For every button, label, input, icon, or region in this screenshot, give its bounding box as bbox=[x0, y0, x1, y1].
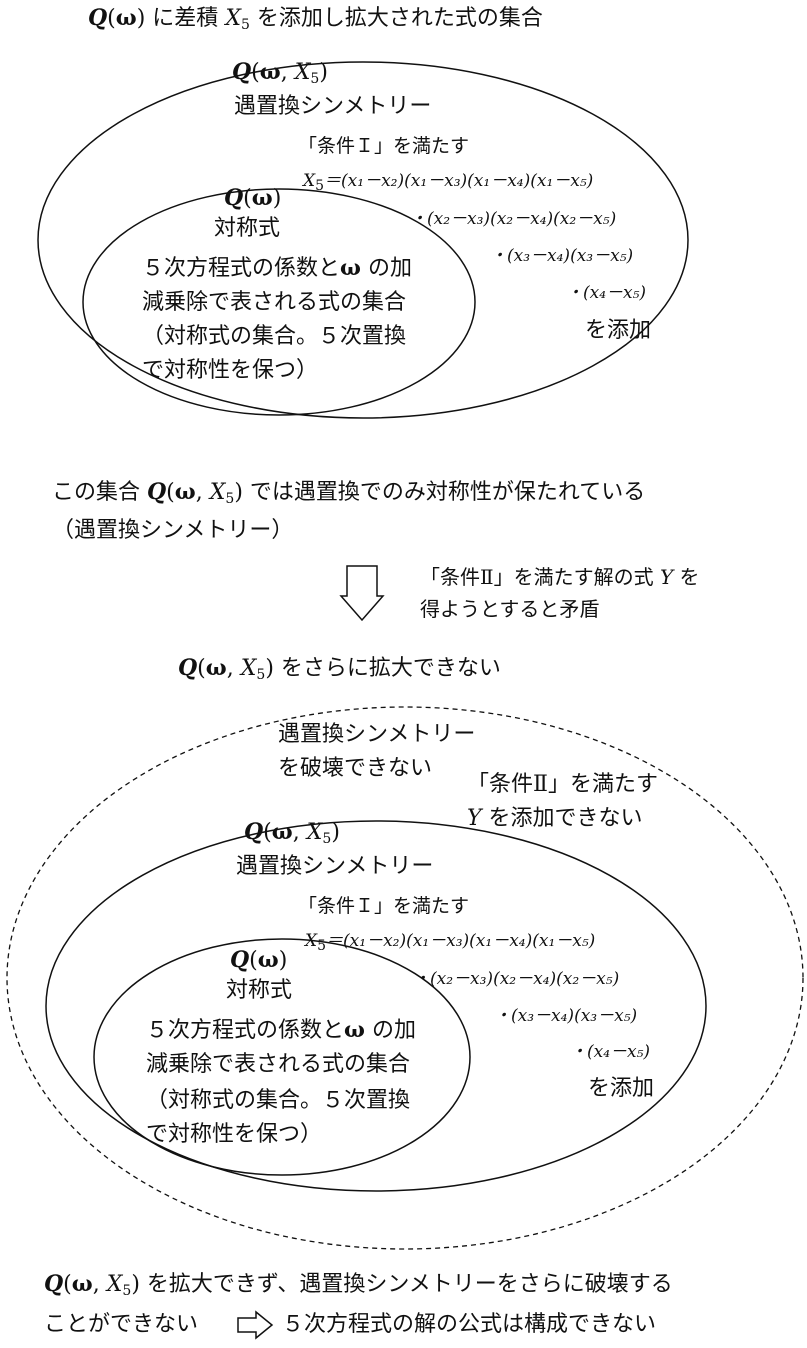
inner-desc-line-3-bottom: （対称式の集合。５次置換 bbox=[146, 1088, 411, 1113]
inner-desc-line-3: （対称式の集合。５次置換 bbox=[142, 324, 407, 349]
formula-line-4-bottom: ・(x₄－x₅) bbox=[570, 1042, 651, 1062]
footer-line-2a: ことができない bbox=[44, 1312, 199, 1337]
middle-line-2: （遇置換シンメトリー） bbox=[52, 518, 294, 543]
footer-line-1: Q(ω, X5) を拡大できず、遇置換シンメトリーをさらに破壊する bbox=[44, 1271, 673, 1299]
condition-label-bottom: 「条件Ｉ」を満たす bbox=[298, 895, 470, 917]
condition-label: 「条件Ｉ」を満たす bbox=[298, 135, 470, 157]
formula-line-3: ・(x₃－x₄)(x₃－x₅) bbox=[490, 246, 634, 266]
outer-set-ellipse-top bbox=[37, 61, 689, 419]
inner-desc-line-2-bottom: 減乗除で表される式の集合 bbox=[146, 1052, 411, 1077]
formula-line-1: X5＝(x₁－x₂)(x₁－x₃)(x₁－x₄)(x₁－x₅) bbox=[303, 171, 594, 194]
inner-set-subtitle: 対称式 bbox=[214, 216, 281, 241]
inner-desc-line-1: ５次方程式の係数とω の加 bbox=[142, 255, 412, 281]
footer-line-2b: ５次方程式の解の公式は構成できない bbox=[282, 1312, 657, 1337]
inner-set-subtitle-bottom: 対称式 bbox=[226, 978, 293, 1003]
header-title: Q(ω) に差積 X5 を添加し拡大された式の集合 bbox=[88, 5, 543, 33]
outer-set-label: Q(ω, X5) bbox=[232, 59, 328, 87]
dashed-cond-line-1: 「条件Ⅱ」を満たす bbox=[467, 772, 658, 797]
formula-line-2-bottom: ・(x₂－x₃)(x₂－x₄)(x₂－x₅) bbox=[413, 969, 620, 989]
inner-desc-line-2: 減乗除で表される式の集合 bbox=[142, 290, 407, 315]
formula-line-4: ・(x₄－x₅) bbox=[566, 283, 647, 303]
cannot-extend-line: Q(ω, X5) をさらに拡大できない bbox=[178, 655, 501, 683]
arrow-note-line-2: 得ようとすると矛盾 bbox=[420, 597, 600, 621]
middle-line-1: この集合 Q(ω, X5) では遇置換でのみ対称性が保たれている bbox=[52, 479, 646, 507]
inner-desc-line-1-bottom: ５次方程式の係数とω の加 bbox=[146, 1017, 416, 1043]
dashed-label-line-2: を破壊できない bbox=[278, 756, 433, 781]
inner-desc-line-4: で対称性を保つ） bbox=[142, 358, 319, 383]
inner-desc-line-4-bottom: で対称性を保つ） bbox=[146, 1122, 323, 1147]
dashed-cond-line-2: Y を添加できない bbox=[467, 806, 643, 831]
dashed-boundary-ellipse bbox=[6, 706, 804, 1250]
formula-suffix-bottom: を添加 bbox=[588, 1076, 655, 1101]
formula-line-1-bottom: X5＝(x₁－x₂)(x₁－x₃)(x₁－x₄)(x₁－x₅) bbox=[305, 931, 596, 954]
outer-set-subtitle: 遇置換シンメトリー bbox=[234, 94, 432, 119]
inner-set-label: Q(ω) bbox=[224, 185, 282, 211]
right-arrow-icon bbox=[237, 1310, 274, 1340]
inner-set-ellipse-bottom bbox=[93, 938, 471, 1176]
outer-set-subtitle-bottom: 遇置換シンメトリー bbox=[236, 854, 434, 879]
outer-set-ellipse-bottom bbox=[45, 820, 707, 1192]
formula-line-3-bottom: ・(x₃－x₄)(x₃－x₅) bbox=[494, 1006, 638, 1026]
formula-line-2: ・(x₂－x₃)(x₂－x₄)(x₂－x₅) bbox=[410, 209, 617, 229]
inner-set-ellipse-top bbox=[82, 188, 476, 416]
down-arrow-icon bbox=[339, 565, 385, 622]
inner-set-label-bottom: Q(ω) bbox=[230, 947, 288, 973]
outer-set-label-bottom: Q(ω, X5) bbox=[244, 819, 340, 847]
arrow-note-line-1: 「条件Ⅱ」を満たす解の式 Y を bbox=[420, 565, 700, 589]
dashed-label-line-1: 遇置換シンメトリー bbox=[278, 722, 476, 747]
formula-suffix: を添加 bbox=[585, 318, 652, 343]
